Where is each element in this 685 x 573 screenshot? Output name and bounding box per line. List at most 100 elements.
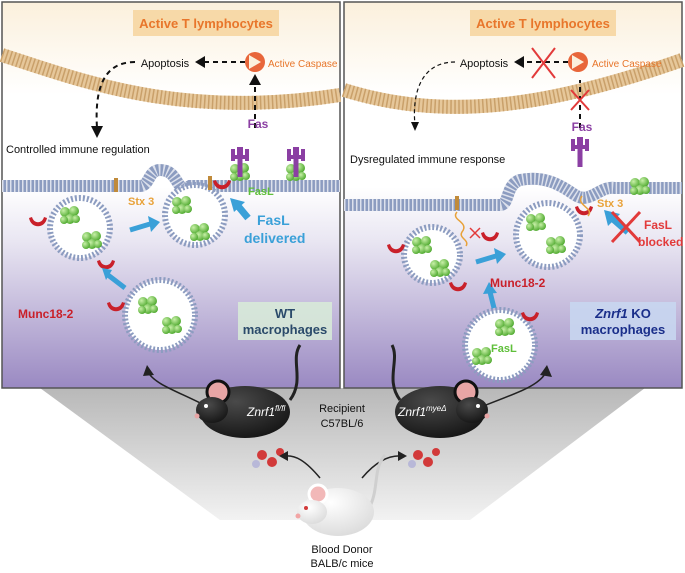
fasl-cluster-icon: [172, 196, 192, 214]
blue-arrow: [487, 291, 497, 309]
left-header-text: Active T lymphocytes: [139, 16, 273, 31]
mouse-nose: [194, 413, 200, 419]
stx3-squiggle: [579, 195, 591, 217]
right-docked-vesicle: [513, 200, 583, 270]
mouse-nose: [484, 413, 490, 419]
white-blood-cell-icon: [252, 460, 260, 468]
blood-cells-left: [252, 448, 284, 468]
caspase-notch: [572, 55, 584, 69]
red-blood-cell-icon: [276, 448, 284, 456]
fasl-cluster-icon: [546, 236, 566, 254]
stx3-squiggle: [454, 211, 468, 247]
left-active-caspase-label: Active Caspase: [268, 59, 338, 70]
right-stx3-label: Stx 3: [597, 198, 623, 210]
mouse-right-label: Znrf1myeΔ: [397, 404, 447, 419]
stx3-icon: [208, 176, 212, 190]
blue-arrow: [106, 273, 127, 290]
blue-arrow: [129, 221, 151, 233]
fasl-cluster-icon: [430, 259, 450, 277]
right-badge: [570, 302, 676, 340]
blue-arrowhead: [102, 268, 112, 280]
fasl-cluster-icon: [630, 177, 650, 195]
right-munc-label: Munc18-2: [490, 276, 546, 290]
stx3-icon: [114, 178, 118, 192]
funnel-background: [40, 388, 645, 520]
mouse-head: [196, 397, 228, 423]
right-badge-line1: Znrf1 KO: [594, 306, 651, 321]
mouse-eye: [304, 506, 308, 510]
right-tcell-membrane-lipids: [341, 53, 685, 114]
right-macrophage-membrane-lipids: [344, 172, 682, 211]
recipient-line2: C57BL/6: [321, 418, 364, 430]
left-munc-label: Munc18-2: [18, 307, 74, 321]
blue-arrowhead: [604, 210, 620, 226]
left-header-box: [133, 10, 279, 36]
fasl-cluster-icon: [190, 223, 210, 241]
mouse-head: [456, 397, 488, 423]
mouse-right-sup: myeΔ: [426, 404, 446, 413]
blue-arrowhead: [483, 282, 497, 294]
right-fasl-big-label: FasL: [644, 218, 672, 232]
right-header-box: [470, 10, 616, 36]
left-panel: Active T lymphocytes Apoptosis Active Ca…: [0, 1, 342, 389]
blue-arrowhead: [148, 216, 160, 232]
red-blood-cell-icon: [257, 450, 267, 460]
blue-arrow: [475, 253, 497, 265]
left-delivered-label: delivered: [244, 230, 305, 246]
right-badge-line2: macrophages: [581, 322, 666, 337]
arrowhead: [411, 122, 419, 131]
white-blood-cell-icon: [408, 460, 416, 468]
right-active-caspase-label: Active Caspase: [592, 59, 662, 70]
donor-line2: BALB/c mice: [311, 558, 374, 570]
left-regulation-label: Controlled immune regulation: [6, 144, 150, 156]
left-badge-line1: WT: [275, 306, 295, 321]
mouse-left-label: Znrf1fl/fl: [246, 404, 285, 419]
recipient-line1: Recipient: [319, 403, 365, 415]
arrowhead: [514, 56, 524, 68]
left-fas-label: Fas: [248, 117, 269, 131]
mouse-nose: [295, 513, 301, 519]
recipient-mouse-right: Znrf1myeΔ: [390, 344, 490, 438]
block-x-icon: [570, 89, 590, 111]
fasl-cluster-icon: [472, 347, 492, 365]
mouse-eye: [204, 404, 208, 408]
right-fas-label: Fas: [572, 120, 593, 134]
fasl-cluster-icon: [82, 231, 102, 249]
fasl-cluster-icon: [138, 296, 158, 314]
fasl-cluster-icon: [412, 236, 432, 254]
right-blocked-label: blocked: [638, 235, 683, 249]
recipient-mouse-left: Znrf1fl/fl: [194, 344, 302, 438]
right-badge-ko: KO: [628, 306, 651, 321]
donor-mouse: [295, 454, 387, 536]
left-badge-line2: macrophages: [243, 322, 328, 337]
right-fasl-vesicle-label: FasL: [491, 343, 517, 355]
fasl-cluster-icon: [495, 318, 515, 336]
red-blood-cell-icon: [432, 448, 440, 456]
right-regulation-label: Dysregulated immune response: [350, 154, 505, 166]
right-badge-gene: Znrf1: [594, 306, 628, 321]
left-fasl-label: FasL: [248, 186, 274, 198]
left-vesicle-1: [47, 195, 113, 261]
right-apoptosis-label: Apoptosis: [460, 58, 509, 70]
arrowhead: [398, 451, 407, 461]
fasl-cluster-icon: [526, 213, 546, 231]
arrowhead: [279, 451, 288, 461]
blue-arrowhead: [230, 198, 245, 212]
right-panel: Active T lymphocytes Apoptosis Active Ca…: [341, 1, 685, 389]
caspase-notch: [249, 55, 261, 69]
mouse-right-name: Znrf1: [397, 405, 426, 419]
block-x-icon: [469, 227, 481, 239]
arrowhead: [195, 56, 205, 68]
blue-arrowhead: [494, 248, 506, 264]
blue-arrow: [235, 203, 251, 221]
left-stx3-label: Stx 3: [128, 196, 154, 208]
block-x-icon: [531, 47, 556, 79]
arrowhead: [91, 126, 103, 138]
fasl-cluster-icon: [60, 206, 80, 224]
left-apoptosis-label: Apoptosis: [141, 58, 190, 70]
left-tcell-membrane-lipids: [0, 48, 342, 110]
mouse-left-sup: fl/fl: [275, 404, 285, 413]
donor-line1: Blood Donor: [311, 544, 372, 556]
arrowhead: [249, 74, 261, 85]
